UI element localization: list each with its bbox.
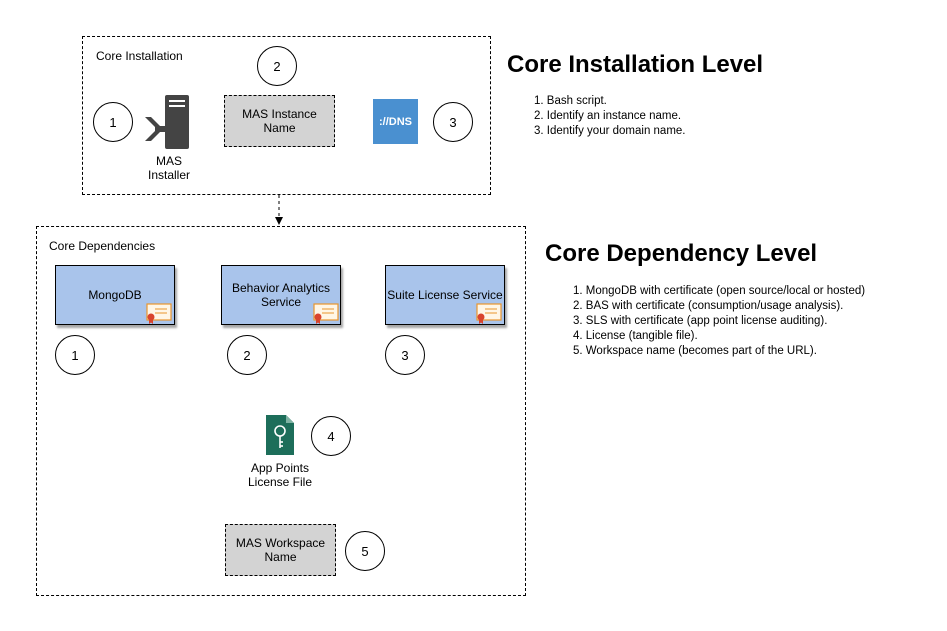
certificate-icon	[476, 303, 502, 330]
list-item: 4. License (tangible file).	[573, 330, 698, 342]
installer-label: MAS Installer	[147, 154, 191, 182]
list-item: 2. BAS with certificate (consumption/usa…	[573, 300, 844, 312]
step-circle-dep-1: 1	[55, 335, 95, 375]
dns-icon-text: ://DNS	[379, 115, 412, 128]
install-to-dependency-connector	[272, 195, 286, 227]
core-installation-group	[82, 36, 491, 195]
sls-box: Suite License Service	[385, 265, 505, 325]
step-circle-dep-2: 2	[227, 335, 267, 375]
install-level-heading: Core Installation Level	[507, 51, 764, 78]
step-circle-dep-4: 4	[311, 416, 351, 456]
core-installation-title: Core Installation	[96, 49, 183, 63]
mas-instance-name-box: MAS Instance Name	[224, 95, 335, 147]
license-file-label: App Points License File	[247, 461, 313, 489]
step-circle-dep-3: 3	[385, 335, 425, 375]
step-circle-dep-5: 5	[345, 531, 385, 571]
list-item: 3. Identify your domain name.	[534, 125, 686, 137]
core-dependencies-title: Core Dependencies	[49, 239, 156, 253]
install-level-list: 1. Bash script. 2. Identify an instance …	[534, 94, 686, 139]
step-circle-install-2: 2	[257, 46, 297, 86]
list-item: 1. MongoDB with certificate (open source…	[573, 285, 866, 297]
list-item: 2. Identify an instance name.	[534, 110, 682, 122]
certificate-icon	[146, 303, 172, 330]
dns-icon: ://DNS	[373, 99, 418, 144]
step-circle-install-1: 1	[93, 102, 133, 142]
installer-icon	[143, 95, 193, 149]
list-item: 1. Bash script.	[534, 95, 607, 107]
core-dependencies-group	[36, 226, 526, 596]
step-circle-install-3: 3	[433, 102, 473, 142]
list-item: 3. SLS with certificate (app point licen…	[573, 315, 828, 327]
dependency-level-heading: Core Dependency Level	[545, 240, 818, 267]
mas-workspace-name-box: MAS Workspace Name	[225, 524, 336, 576]
list-item: 5. Workspace name (becomes part of the U…	[573, 345, 817, 357]
dependency-level-list: 1. MongoDB with certificate (open source…	[573, 284, 865, 359]
certificate-icon	[313, 303, 339, 330]
license-file-icon	[265, 414, 295, 456]
